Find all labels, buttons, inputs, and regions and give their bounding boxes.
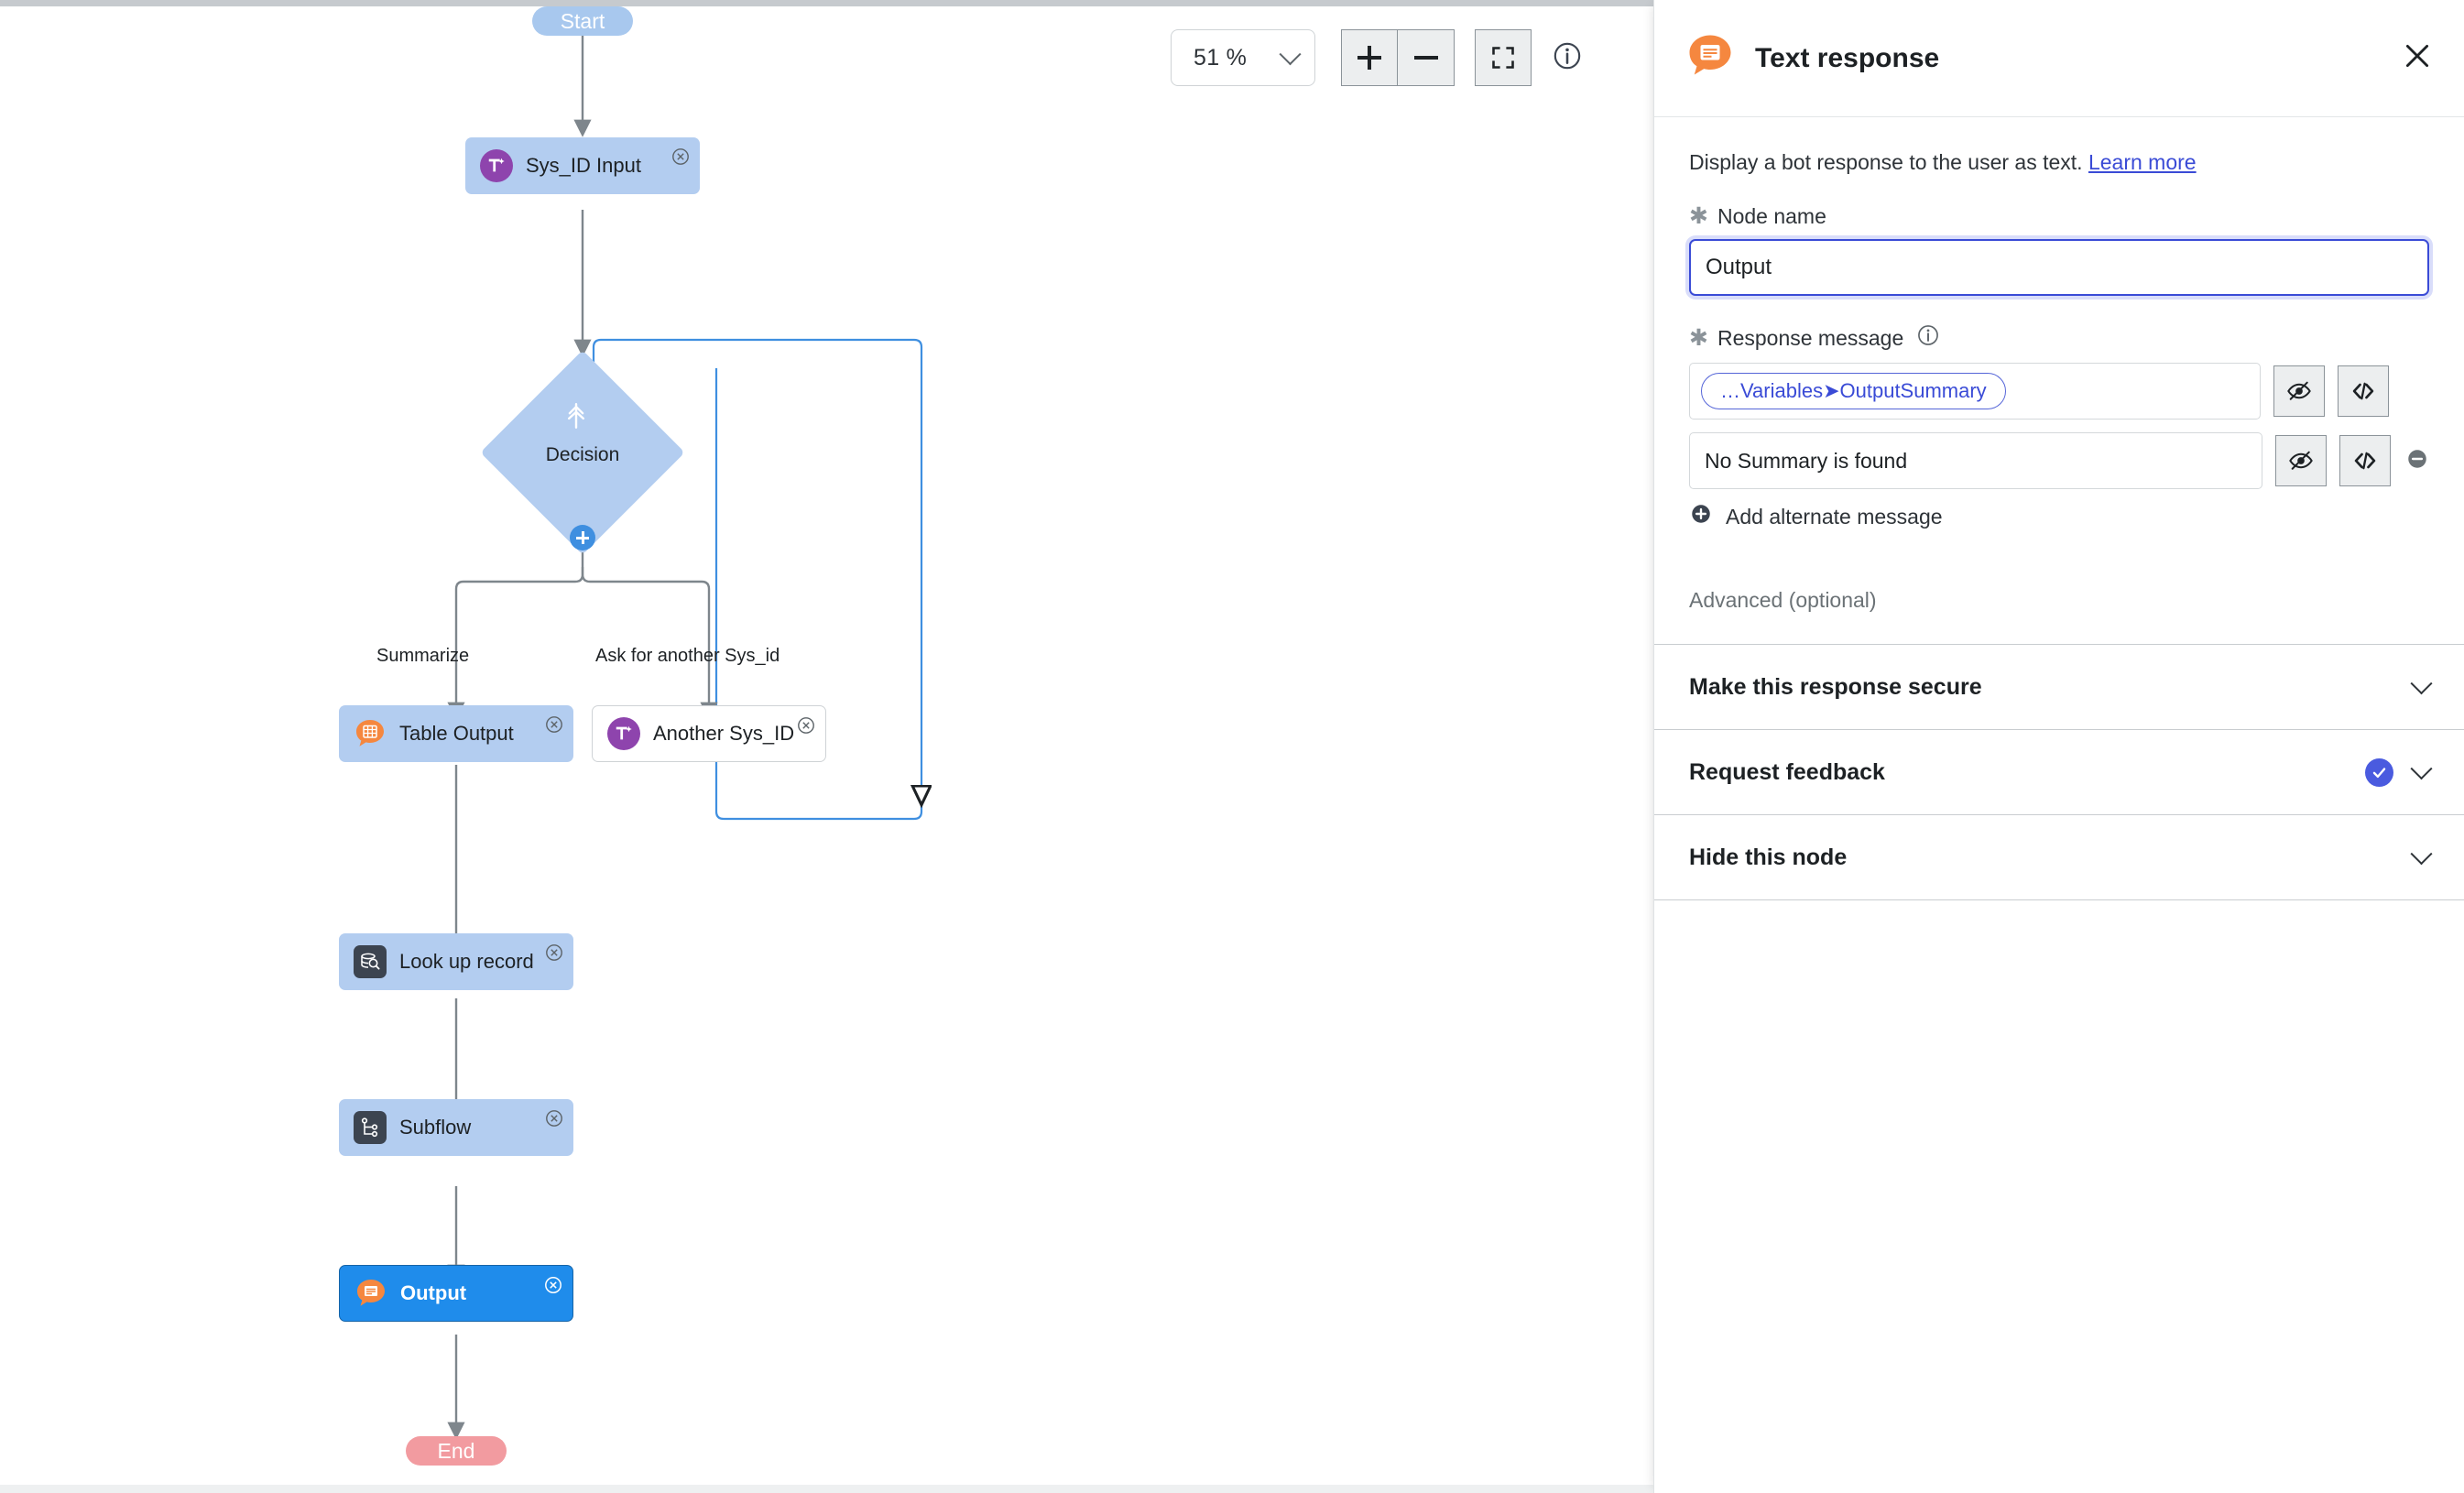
plus-circle-icon (1689, 502, 1713, 531)
response-message-field-1[interactable]: …Variables➤OutputSummary (1689, 363, 2261, 420)
minus-icon (1413, 56, 1438, 60)
flow-canvas[interactable]: Start Sys_ID Input Decision Summa (0, 6, 1653, 1485)
accordion-label: Hide this node (1689, 844, 1848, 870)
close-icon[interactable] (545, 715, 563, 738)
zoom-level-value: 51 % (1194, 44, 1248, 71)
node-name-input[interactable] (1689, 239, 2429, 297)
node-name-label-row: ✱ Node name (1689, 204, 2429, 229)
properties-panel: Text response Display a bot response to … (1653, 0, 2464, 1493)
chevron-down-icon (2410, 671, 2433, 694)
panel-description: Display a bot response to the user as te… (1689, 148, 2429, 177)
text-input-ai-icon (480, 149, 513, 182)
accordion-label: Make this response secure (1689, 673, 1982, 700)
node-label: Sys_ID Input (526, 154, 641, 177)
code-brackets-icon (2354, 452, 2376, 470)
close-icon[interactable] (545, 943, 563, 966)
bottom-chrome-strip (0, 1485, 1653, 1493)
decision-branch-icon (561, 400, 592, 436)
end-label: End (437, 1438, 475, 1463)
accordion-hide-this-node[interactable]: Hide this node (1654, 814, 2464, 899)
zoom-out-button[interactable] (1398, 29, 1455, 86)
add-alternate-message-button[interactable]: Add alternate message (1689, 502, 2429, 531)
top-chrome-strip (0, 0, 1653, 6)
response-message-label-row: ✱ Response message (1689, 323, 2429, 353)
remove-minus-icon (2408, 449, 2426, 468)
panel-title: Text response (1755, 42, 1940, 73)
zoom-in-button[interactable] (1341, 29, 1398, 86)
accordion-make-response-secure[interactable]: Make this response secure (1654, 644, 2464, 729)
zoom-toolbar: 51 % (1171, 29, 1583, 86)
preview-button-2[interactable] (2275, 435, 2327, 487)
fit-to-screen-button[interactable] (1475, 29, 1532, 86)
plus-icon (1357, 46, 1381, 70)
preview-button-1[interactable] (2273, 365, 2325, 418)
close-icon (2405, 44, 2429, 68)
text-response-icon (354, 1277, 387, 1310)
response-message-row: …Variables➤OutputSummary (1689, 363, 2429, 420)
message-text: No Summary is found (1705, 448, 1908, 473)
node-name-label: Node name (1717, 204, 1826, 229)
chevron-down-icon (1279, 42, 1302, 65)
start-label: Start (560, 8, 605, 33)
add-branch-button[interactable] (570, 525, 595, 550)
branch-label-summarize: Summarize (376, 646, 470, 666)
flow-edges (447, 28, 1653, 1440)
expand-icon (1492, 47, 1514, 69)
node-subflow[interactable]: Subflow (339, 1099, 573, 1156)
remove-message-button-2[interactable] (2405, 447, 2429, 475)
close-icon[interactable] (544, 1276, 562, 1299)
end-terminal[interactable]: End (406, 1436, 507, 1466)
check-icon (2365, 757, 2393, 787)
node-sys-id-input[interactable]: Sys_ID Input (465, 137, 700, 194)
close-icon[interactable] (671, 147, 690, 170)
preview-eye-icon (2287, 381, 2311, 400)
node-label: Another Sys_ID (653, 722, 795, 745)
code-brackets-icon (2352, 382, 2374, 400)
canvas-info-button[interactable] (1552, 40, 1583, 76)
add-alternate-label: Add alternate message (1726, 504, 1943, 529)
decision-label: Decision (545, 444, 620, 465)
close-panel-button[interactable] (2402, 40, 2433, 76)
preview-eye-icon (2289, 451, 2313, 470)
zoom-buttons (1341, 29, 1455, 86)
chevron-down-icon (2410, 757, 2433, 779)
response-message-info-icon[interactable] (1916, 323, 1940, 353)
panel-header: Text response (1654, 0, 2464, 117)
node-output[interactable]: Output (339, 1265, 573, 1322)
close-icon[interactable] (797, 716, 815, 739)
chevron-down-icon (2410, 842, 2433, 865)
info-icon (1554, 42, 1581, 69)
response-message-field-2[interactable]: No Summary is found (1689, 432, 2262, 490)
zoom-level-select[interactable]: 51 % (1171, 29, 1315, 86)
subflow-icon (354, 1111, 387, 1144)
text-input-ai-icon (607, 717, 640, 750)
response-message-label: Response message (1717, 325, 1904, 350)
lookup-record-icon (354, 945, 387, 978)
panel-body: Display a bot response to the user as te… (1654, 117, 2464, 644)
table-response-icon (354, 717, 387, 750)
learn-more-link[interactable]: Learn more (2088, 150, 2197, 174)
response-message-row: No Summary is found (1689, 432, 2429, 490)
text-response-icon (1685, 31, 1735, 85)
accordion-label: Request feedback (1689, 758, 1885, 785)
start-terminal[interactable]: Start (532, 6, 633, 36)
node-another-sys-id[interactable]: Another Sys_ID (592, 705, 826, 762)
variable-chip[interactable]: …Variables➤OutputSummary (1701, 373, 2006, 410)
description-text: Display a bot response to the user as te… (1689, 150, 2083, 174)
node-label: Table Output (399, 722, 514, 745)
code-button-1[interactable] (2338, 365, 2389, 418)
branch-label-ask-another: Ask for another Sys_id (595, 646, 780, 666)
node-label: Subflow (399, 1116, 472, 1139)
close-icon[interactable] (545, 1109, 563, 1132)
code-button-2[interactable] (2339, 435, 2391, 487)
node-table-output[interactable]: Table Output (339, 705, 573, 762)
advanced-section-label[interactable]: Advanced (optional) (1689, 588, 1877, 613)
node-label: Output (400, 1281, 467, 1304)
required-asterisk-icon: ✱ (1689, 203, 1708, 230)
required-asterisk-icon: ✱ (1689, 324, 1708, 351)
accordion-request-feedback[interactable]: Request feedback (1654, 729, 2464, 814)
node-look-up-record[interactable]: Look up record (339, 933, 573, 990)
panel-empty-area (1654, 899, 2464, 901)
node-label: Look up record (399, 950, 534, 973)
